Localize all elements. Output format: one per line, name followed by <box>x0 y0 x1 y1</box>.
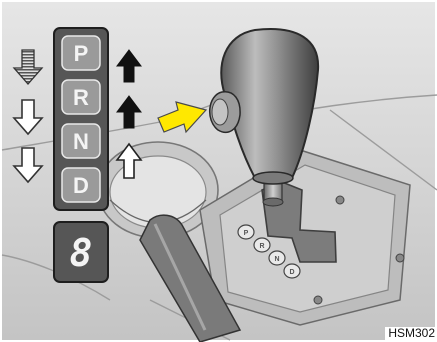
screw <box>314 296 322 304</box>
gear-letter: P <box>74 41 89 66</box>
gear-letter: D <box>73 173 89 198</box>
screw <box>336 196 344 204</box>
plate-label-text: D <box>289 269 294 276</box>
plate-label-d: D <box>284 264 300 278</box>
shift-release-button <box>210 92 240 133</box>
gear-position-indicator: P R N D <box>54 28 108 210</box>
plate-label-n: N <box>269 251 285 265</box>
gear-key-d: D <box>62 168 100 202</box>
screw <box>396 254 404 262</box>
gear-letter: R <box>73 85 89 110</box>
plate-label-text: N <box>274 256 279 263</box>
gear-key-r: R <box>62 80 100 114</box>
plate-label-text: R <box>259 243 264 250</box>
figure-code-label: HSM302 <box>385 327 437 340</box>
gear-key-p: P <box>62 36 100 70</box>
plate-label-r: R <box>254 238 270 252</box>
digit-display-value: 8 <box>70 231 93 275</box>
plate-label-text: P <box>244 230 249 237</box>
gear-digit-display: 8 <box>54 222 108 282</box>
gear-key-n: N <box>62 124 100 158</box>
plate-label-p: P <box>238 225 254 239</box>
gear-letter: N <box>73 129 89 154</box>
